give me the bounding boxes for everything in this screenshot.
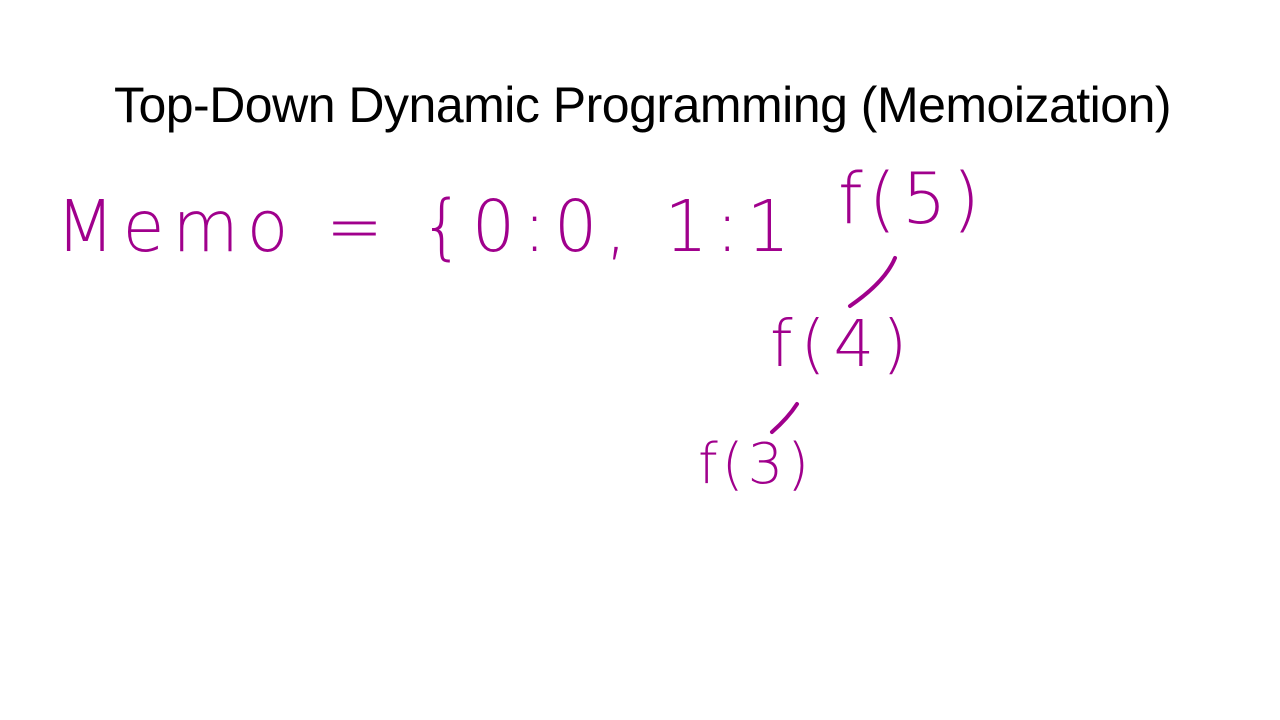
- tree-node-f5: f(5): [838, 158, 986, 240]
- slide-title: Top-Down Dynamic Programming (Memoizatio…: [113, 77, 1172, 133]
- tree-edge-f4-f3: [770, 402, 799, 434]
- tree-node-f3: f(3): [698, 432, 814, 497]
- memo-annotation: Memo = {0:0, 1:1: [56, 186, 798, 269]
- tree-edge-f5-f4: [848, 256, 897, 308]
- tree-node-f4: f(4): [770, 308, 916, 382]
